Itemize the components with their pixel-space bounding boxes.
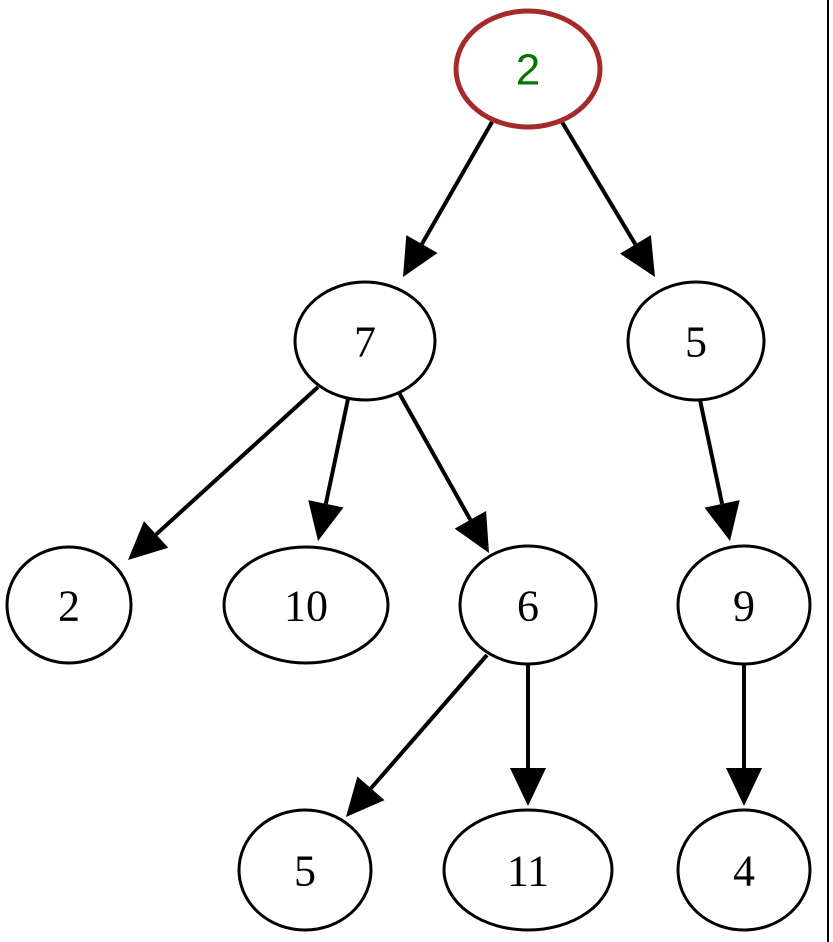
edge-arrowhead-icon [454, 511, 489, 553]
node-label: 4 [733, 847, 755, 896]
node-ellipse [453, 8, 603, 130]
edge-6-to-5 [346, 653, 489, 817]
edge-line [154, 385, 320, 536]
edge-arrowhead-icon [128, 521, 169, 560]
edge-line [323, 398, 350, 505]
node-ellipse [237, 808, 373, 932]
edge-7-to-10 [308, 398, 350, 541]
edge-line [698, 399, 725, 505]
node-label: 2 [58, 582, 80, 631]
graph-node-n0[interactable]: 2 [453, 8, 603, 130]
edge-5-to-9 [698, 399, 740, 541]
edge-arrowhead-icon [403, 235, 438, 277]
edge-7-to-2 [128, 385, 320, 560]
graph-node-n6[interactable]: 9 [676, 544, 812, 666]
edge-arrowhead-icon [510, 768, 546, 806]
graph-node-n8[interactable]: 11 [442, 808, 614, 932]
nodes-layer: 2 7 5 2 10 6 9 5 11 4 [5, 8, 812, 932]
node-ellipse [5, 545, 133, 665]
edge-6-to-11 [510, 664, 546, 806]
edge-arrowhead-icon [346, 776, 385, 817]
graph-node-n2[interactable]: 5 [626, 280, 766, 402]
edge-line [560, 120, 638, 246]
node-ellipse [222, 545, 390, 665]
node-ellipse [626, 280, 766, 402]
node-ellipse [458, 544, 598, 666]
graph-node-n9[interactable]: 4 [676, 808, 812, 932]
node-ellipse [676, 544, 812, 666]
edge-line [396, 390, 473, 521]
node-label: 11 [507, 847, 549, 896]
edge-7-to-6 [396, 390, 489, 553]
graph-node-n3[interactable]: 2 [5, 545, 133, 665]
node-label: 7 [354, 318, 376, 367]
edge-arrowhead-icon [620, 235, 655, 277]
node-ellipse [293, 280, 437, 402]
node-label: 9 [733, 582, 755, 631]
node-ellipse [676, 808, 812, 932]
node-ellipse [442, 808, 614, 932]
edge-2-to-5 [560, 120, 655, 277]
node-label: 2 [516, 46, 540, 95]
edges-layer [128, 120, 762, 817]
edge-9-to-4 [726, 664, 762, 806]
edge-arrowhead-icon [308, 500, 344, 541]
node-label: 5 [294, 847, 316, 896]
graph-node-n7[interactable]: 5 [237, 808, 373, 932]
edge-2-to-7 [403, 121, 494, 277]
edge-arrowhead-icon [726, 768, 762, 806]
graph-node-n1[interactable]: 7 [293, 280, 437, 402]
node-label: 10 [284, 582, 328, 631]
edge-arrowhead-icon [704, 500, 740, 541]
graph-node-n4[interactable]: 10 [222, 545, 390, 665]
node-label: 6 [517, 582, 539, 631]
node-label: 5 [685, 318, 707, 367]
edge-line [420, 121, 494, 246]
edge-line [369, 653, 489, 790]
graph-node-n5[interactable]: 6 [458, 544, 598, 666]
